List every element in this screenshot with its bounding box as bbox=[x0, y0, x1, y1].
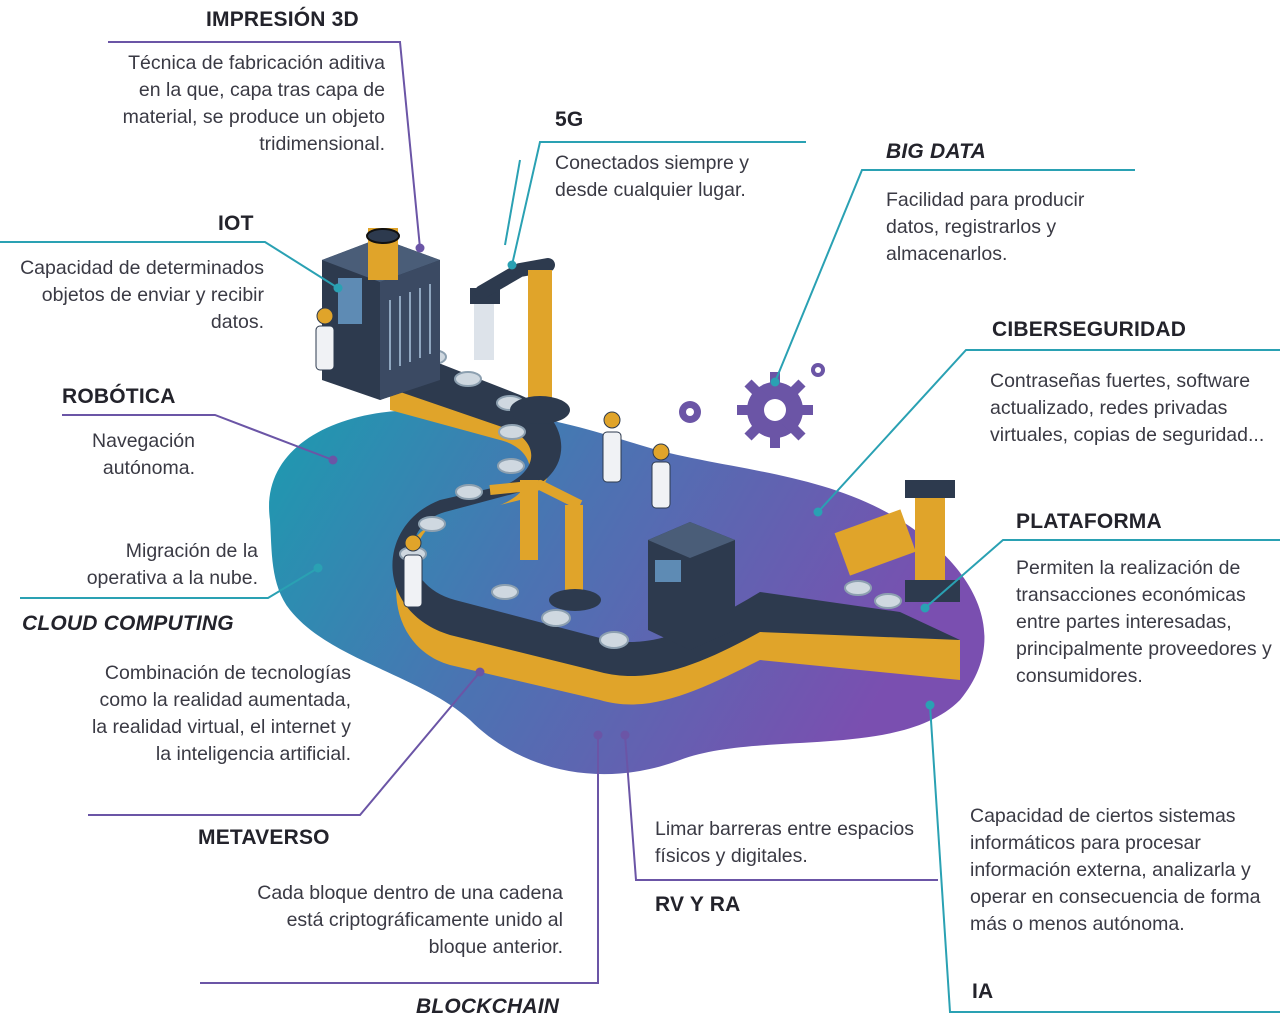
plataforma-text: Permiten la realización de transacciones… bbox=[1016, 557, 1272, 687]
center-robot-arms bbox=[489, 479, 601, 611]
gear-icons bbox=[679, 363, 825, 448]
impresion3d-text: Técnica de fabricación aditiva en la que… bbox=[122, 52, 385, 155]
leader-lines bbox=[0, 41, 1280, 1013]
metaverso-text: Combinación de tecnologías como la reali… bbox=[91, 662, 351, 765]
5g-text: Conectados siempre y desde cualquier lug… bbox=[555, 152, 750, 201]
robotica-text: Navegación autónoma. bbox=[92, 430, 195, 479]
control-cabinet bbox=[648, 522, 735, 650]
ia-title: IA bbox=[972, 980, 994, 1003]
iot-title: IOT bbox=[218, 212, 254, 235]
bigdata-text: Facilidad para producir datos, registrar… bbox=[886, 189, 1085, 265]
5g-robot-arm bbox=[470, 159, 570, 424]
blockchain-title: BLOCKCHAIN bbox=[416, 995, 560, 1018]
cloud-text: Migración de la operativa a la nube. bbox=[86, 540, 258, 589]
impresion3d-title: IMPRESIÓN 3D bbox=[206, 8, 359, 31]
leader-dots bbox=[313, 243, 935, 740]
workers bbox=[315, 307, 671, 608]
cloud-title: CLOUD COMPUTING bbox=[22, 612, 234, 635]
bigdata-title: BIG DATA bbox=[886, 140, 986, 163]
plataforma-title: PLATAFORMA bbox=[1016, 510, 1162, 533]
blockchain-text: Cada bloque dentro de una cadena está cr… bbox=[257, 882, 563, 958]
rvra-title: RV Y RA bbox=[655, 893, 741, 916]
robotica-title: ROBÓTICA bbox=[62, 385, 176, 408]
ia-text: Capacidad de ciertos sistemas informátic… bbox=[970, 805, 1261, 935]
ciberseguridad-text: Contraseñas fuertes, software actualizad… bbox=[990, 370, 1265, 446]
printer-machine bbox=[322, 228, 440, 400]
floor-blob bbox=[269, 409, 985, 775]
platform-machine bbox=[834, 480, 960, 602]
ciberseguridad-title: CIBERSEGURIDAD bbox=[992, 318, 1187, 341]
iot-text: Capacidad de determinados objetos de env… bbox=[20, 257, 264, 333]
rvra-text: Limar barreras entre espacios físicos y … bbox=[655, 818, 915, 867]
5g-title: 5G bbox=[555, 108, 584, 131]
metaverso-title: METAVERSO bbox=[198, 826, 330, 849]
conveyor-top bbox=[380, 340, 960, 677]
